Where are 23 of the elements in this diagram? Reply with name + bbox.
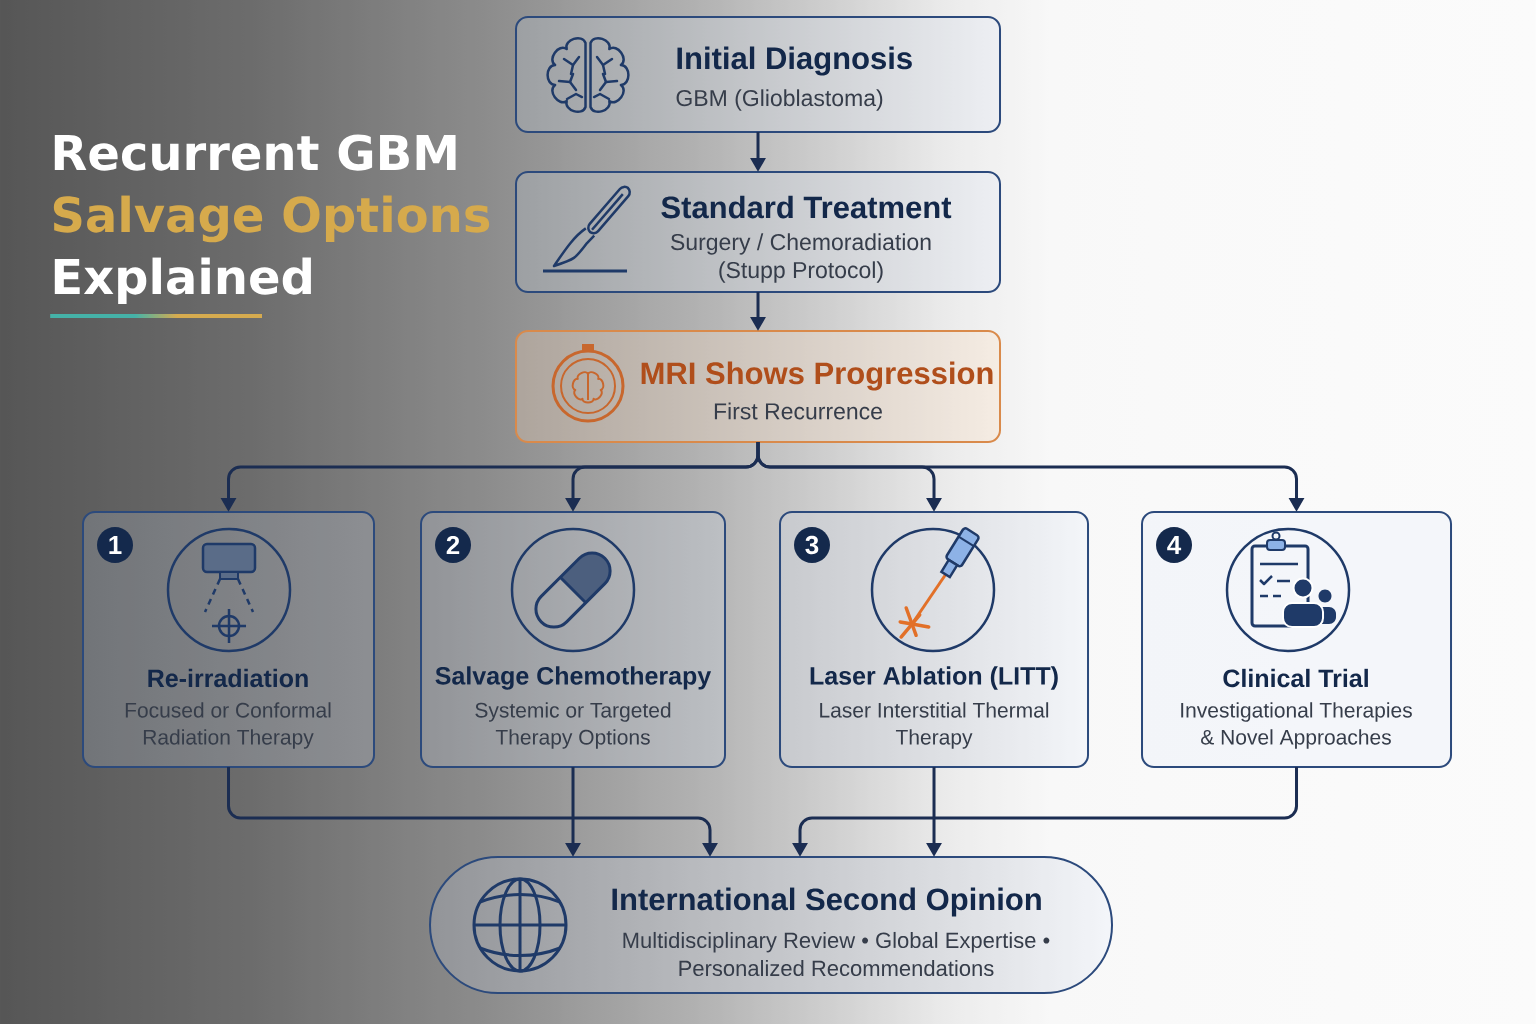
headline: Explained: [54, 257, 311, 304]
number-badge: 4: [1156, 527, 1192, 563]
description: GBM (Glioblastoma): [676, 89, 883, 111]
number-badge: 1: [97, 527, 133, 563]
heading: MRI Shows Progression: [641, 361, 993, 391]
heading: Re-irradiation: [148, 668, 308, 688]
heading: Clinical Trial: [1223, 668, 1368, 688]
description: Focused or Conformal Radiation Therapy: [125, 702, 331, 749]
headline: Recurrent GBM: [54, 134, 456, 171]
description: Multidisciplinary Review • Global Expertise • Personalized Recommendations: [623, 931, 1050, 977]
description: Laser Interstitial Thermal Therapy: [820, 702, 1049, 749]
heading: Standard Treatment: [661, 195, 952, 219]
heading: Laser Ablation (LITT): [810, 666, 1058, 690]
heading: Initial Diagnosis: [677, 46, 912, 76]
heading: Salvage Chemotherapy: [435, 666, 712, 690]
heading: International Second Opinion: [612, 887, 1041, 917]
description: Systemic or Targeted Therapy Options: [475, 702, 671, 749]
description: Surgery / Chemoradiation (Stupp Protocol): [671, 233, 931, 283]
number-badge: 3: [794, 527, 830, 563]
headline: Salvage Options: [53, 195, 490, 243]
description: Investigational Therapies & Novel Approaches: [1181, 702, 1412, 749]
number-badge: 2: [435, 527, 471, 563]
description: First Recurrence: [714, 402, 882, 420]
